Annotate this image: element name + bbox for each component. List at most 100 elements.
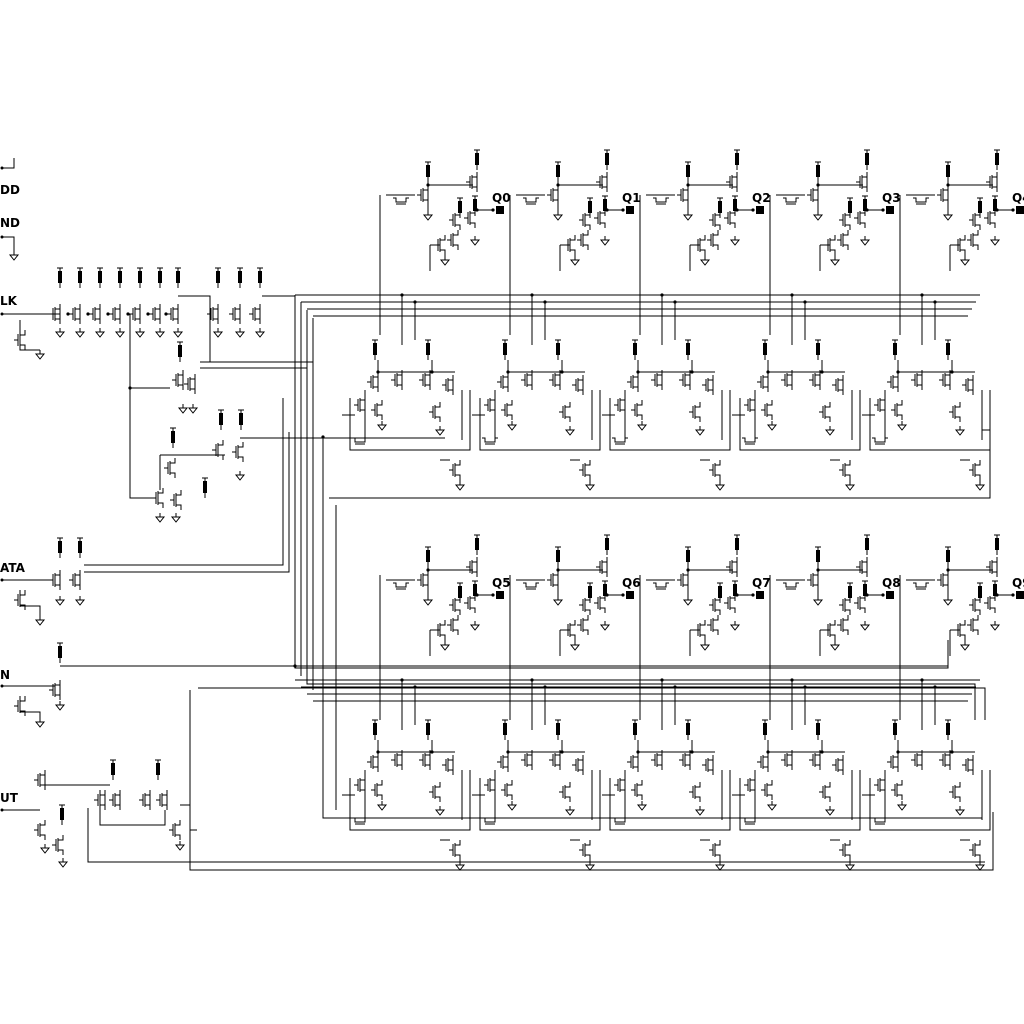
pmos-transistor-icon (521, 750, 533, 770)
resistor-icon (175, 267, 181, 288)
output-pad-icon[interactable] (1016, 206, 1024, 214)
nmos-transistor-icon (371, 400, 383, 420)
wire (322, 437, 982, 819)
nmos-transistor-icon (744, 775, 756, 795)
input-pin-gnd[interactable]: ND (0, 216, 20, 261)
nmos-transistor-icon (631, 780, 643, 800)
flipflop-latch (602, 719, 731, 871)
pmos-transistor-icon (572, 375, 584, 395)
ground-icon (599, 624, 611, 631)
wire (87, 808, 985, 863)
output-label: Q2 (752, 191, 771, 205)
nmos-transistor-icon (449, 840, 461, 860)
resistor-icon (862, 195, 868, 216)
output-pad-icon[interactable] (626, 591, 634, 599)
wire-junction (126, 312, 130, 316)
pmos-transistor-icon (149, 304, 161, 324)
ground-icon (694, 429, 706, 436)
resistor-icon (555, 161, 561, 182)
nmos-transistor-icon (559, 402, 571, 422)
wire-junction (621, 208, 625, 212)
ground-icon (376, 424, 388, 431)
ground-icon (54, 704, 66, 711)
pmos-transistor-icon (69, 570, 81, 590)
ground-icon (569, 644, 581, 651)
ground-icon (694, 809, 706, 816)
nmos-transistor-icon (837, 615, 849, 635)
wire-junction (491, 208, 495, 212)
interconnect-wires (60, 195, 994, 871)
wire-junction (376, 370, 380, 374)
pmos-transistor-icon (139, 790, 151, 810)
output-pad-icon[interactable] (886, 206, 894, 214)
resistor-icon (218, 409, 224, 430)
wire (349, 770, 471, 831)
nmos-transistor-icon (837, 230, 849, 250)
wire-junction (1011, 593, 1015, 597)
input-pin-en[interactable]: N (0, 668, 10, 688)
pmos-transistor-icon (34, 770, 46, 790)
output-pad-icon[interactable] (496, 206, 504, 214)
nmos-transistor-icon (744, 395, 756, 415)
output-label: Q4 (1012, 191, 1024, 205)
nmos-transistor-icon (689, 782, 701, 802)
ground-icon (974, 484, 986, 491)
ground-icon (812, 599, 824, 606)
nmos-transistor-icon (707, 615, 719, 635)
input-logic-block (2, 267, 266, 868)
output-pad-icon[interactable] (756, 206, 764, 214)
input-pin-data[interactable]: ATA (0, 561, 26, 582)
wire-junction (86, 312, 90, 316)
flipflop-latch (602, 339, 731, 491)
nmos-transistor-icon (579, 840, 591, 860)
ground-icon (896, 424, 908, 431)
nmos-transistor-icon (874, 395, 886, 415)
resistor-icon (632, 719, 638, 740)
resistor-icon (474, 149, 480, 170)
wire-junction (560, 370, 564, 374)
pmos-transistor-icon (49, 680, 61, 700)
ground-icon (714, 864, 726, 871)
output-driver: Q3 (776, 149, 901, 271)
flipflop-latch (862, 339, 991, 491)
output-driver: Q7 (646, 534, 771, 656)
resistor-icon (587, 197, 593, 218)
resistor-icon (762, 339, 768, 360)
pmos-transistor-icon (962, 375, 974, 395)
output-pad-icon[interactable] (886, 591, 894, 599)
pmos-transistor-icon (497, 752, 509, 772)
ground-icon (506, 424, 518, 431)
pmos-transistor-icon (937, 185, 949, 205)
nmos-transistor-icon (819, 782, 831, 802)
resistor-icon (847, 582, 853, 603)
input-pin-out[interactable]: UT (0, 791, 19, 812)
flipflop-latch (342, 339, 471, 491)
pmos-transistor-icon (807, 570, 819, 590)
ground-icon (766, 424, 778, 431)
pmos-transistor-icon (627, 372, 639, 392)
input-pin-vdd[interactable]: DD (0, 158, 20, 197)
flipflop-latch (342, 719, 471, 871)
wire (609, 770, 731, 831)
output-pad-icon[interactable] (496, 591, 504, 599)
pin-wire (2, 236, 15, 255)
ground-icon (829, 259, 841, 266)
pass-transistor-icon (742, 817, 758, 825)
output-pad-icon[interactable] (1016, 591, 1024, 599)
pass-transistor-icon (653, 582, 669, 590)
output-driver: Q1 (516, 149, 641, 271)
resistor-icon (977, 197, 983, 218)
ground-icon (812, 214, 824, 221)
pass-transistor-icon (482, 437, 498, 445)
flipflop-latch (732, 719, 861, 871)
output-pad-icon[interactable] (626, 206, 634, 214)
wire-junction (881, 208, 885, 212)
pmos-transistor-icon (442, 755, 454, 775)
output-pad-icon[interactable] (756, 591, 764, 599)
ground-icon (584, 484, 596, 491)
input-pin-clk[interactable]: LK (0, 294, 18, 316)
resistor-icon (717, 582, 723, 603)
pmos-transistor-icon (49, 570, 61, 590)
nmos-transistor-icon (949, 402, 961, 422)
